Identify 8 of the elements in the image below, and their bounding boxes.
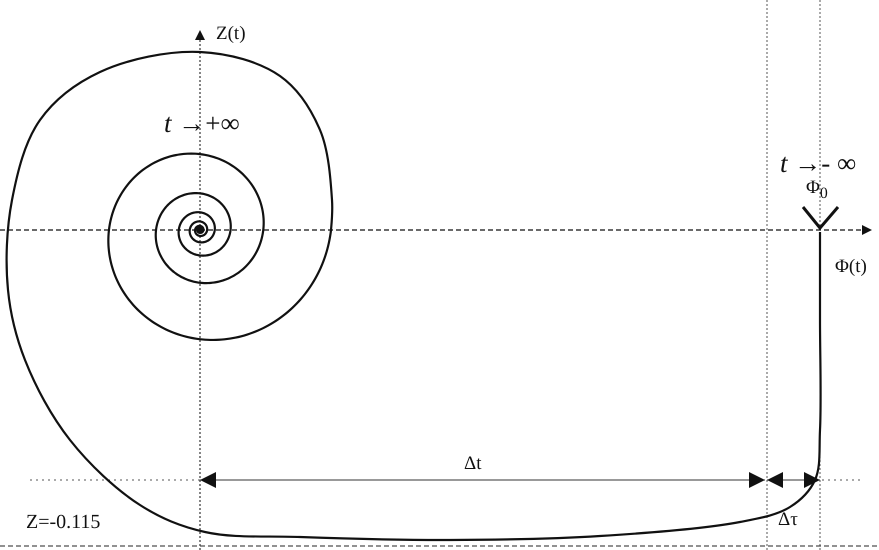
axis-label: Φ(t) <box>835 257 867 276</box>
limit-label: t →- ∞ <box>780 150 856 177</box>
dimension-label: Δτ <box>778 510 798 529</box>
limit-label: t →+∞ <box>164 110 240 137</box>
point-label: Φ$_{0}$ <box>806 178 828 202</box>
dimension-label: Δt <box>464 454 482 473</box>
value-label: Z=-0.115 <box>26 512 100 532</box>
axis-label: Z(t) <box>216 24 246 43</box>
